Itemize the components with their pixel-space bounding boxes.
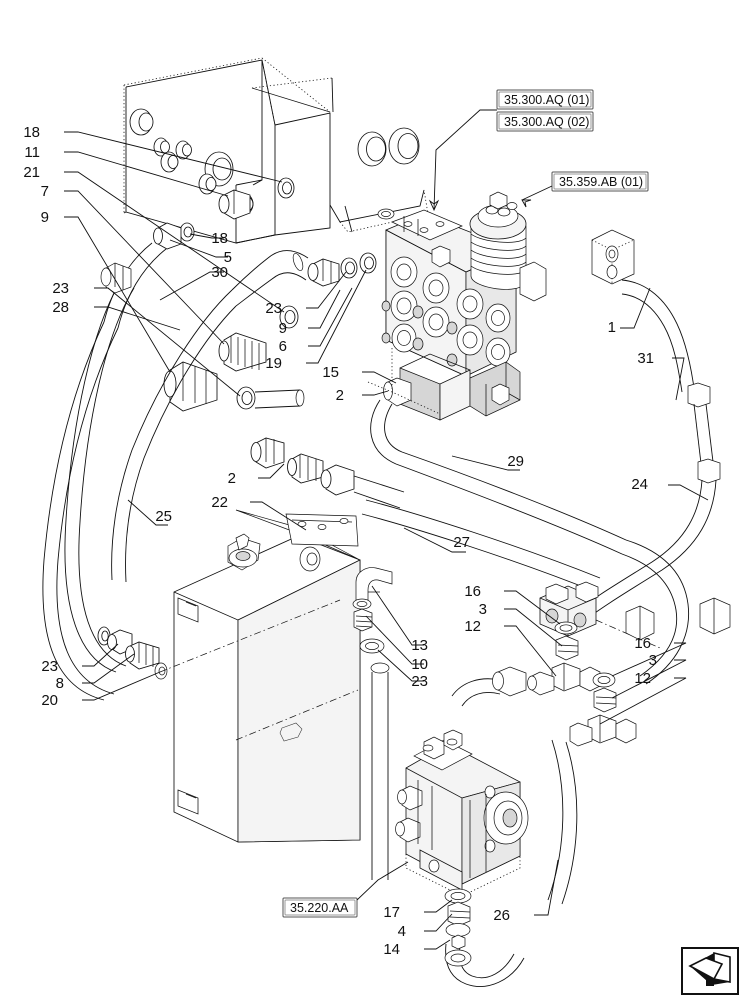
callout-number: 13 — [411, 637, 428, 654]
callout-number: 9 — [279, 320, 287, 337]
reference-box-aq02[interactable]: 35.300.AQ (02) — [496, 111, 594, 132]
callout-number: 20 — [41, 692, 58, 709]
callout-number: 16 — [634, 635, 651, 652]
callout-number: 7 — [41, 183, 49, 200]
callout-number: 17 — [383, 904, 400, 921]
hydraulic-reservoir — [154, 509, 361, 843]
orientation-arrow-marker — [681, 947, 739, 995]
callout-number: 23 — [41, 658, 58, 675]
callout-number: 11 — [24, 144, 40, 161]
callout-number: 15 — [322, 364, 339, 381]
callout-number: 26 — [493, 907, 510, 924]
callout-number: 5 — [224, 249, 232, 266]
callout-number: 19 — [265, 355, 282, 372]
callout-number: 24 — [631, 476, 648, 493]
callout-number: 14 — [383, 941, 400, 958]
tank-outlet-elbow-group — [352, 567, 393, 674]
callout-leader-lines — [64, 131, 709, 950]
callout-number: 9 — [41, 209, 49, 226]
callout-number: 18 — [23, 124, 40, 141]
callout-number: 25 — [155, 508, 172, 525]
reference-label: 35.220.AA — [290, 901, 349, 915]
right-tee-fitting-stack — [569, 597, 731, 747]
reference-label: 35.300.AQ (02) — [504, 115, 589, 129]
callout-number: 2 — [228, 470, 236, 487]
main-control-valve — [367, 191, 547, 421]
reference-box-aa[interactable]: 35.220.AA — [282, 897, 358, 918]
callout-number: 3 — [479, 601, 487, 618]
callout-number: 28 — [52, 299, 69, 316]
callout-number: 3 — [649, 652, 657, 669]
callout-number: 8 — [56, 675, 64, 692]
callout-number: 10 — [411, 656, 428, 673]
reference-label: 35.300.AQ (01) — [504, 93, 589, 107]
hydraulic-hose-network — [42, 262, 721, 987]
mid-upper-fitting-group — [103, 222, 377, 329]
reference-box-ab01[interactable]: 35.359.AB (01) — [551, 171, 649, 192]
chassis-frame-assembly — [123, 57, 429, 244]
callout-number: 31 — [637, 350, 654, 367]
callout-number: 23 — [265, 300, 282, 317]
callout-number: 23 — [52, 280, 69, 297]
callout-number: 29 — [507, 453, 524, 470]
callout-number: 16 — [464, 583, 481, 600]
callout-number: 4 — [398, 923, 406, 940]
callout-number: 23 — [411, 673, 428, 690]
callout-number: 2 — [336, 387, 344, 404]
reference-box-aq01[interactable]: 35.300.AQ (01) — [496, 89, 594, 110]
tank-left-fittings — [97, 626, 160, 670]
callout-number: 12 — [634, 670, 651, 687]
callout-number: 12 — [464, 618, 481, 635]
right-small-bracket — [591, 229, 635, 285]
callout-numbers: 1811217923281853023961915213124292725222… — [23, 124, 657, 958]
pump-bottom-fitting-column — [444, 888, 472, 967]
callout-number: 1 — [608, 319, 616, 336]
reference-label: 35.359.AB (01) — [559, 175, 643, 189]
callout-number: 6 — [279, 338, 287, 355]
callout-number: 21 — [23, 164, 40, 181]
callout-number: 22 — [211, 494, 228, 511]
auxiliary-valve-block — [451, 581, 661, 707]
hydraulic-pump-assembly — [395, 729, 529, 897]
upper-left-fitting-stack — [163, 177, 305, 412]
callout-number: 30 — [211, 264, 228, 281]
callout-number: 27 — [453, 534, 470, 551]
callout-number: 18 — [211, 230, 228, 247]
